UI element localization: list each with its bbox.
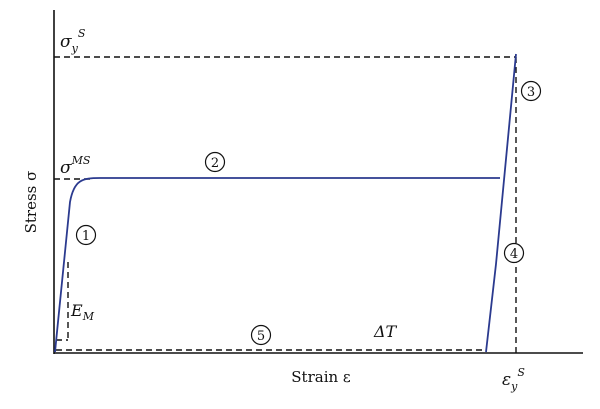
stage-label: 1 (82, 229, 90, 244)
stage-label: 4 (510, 247, 518, 262)
stage-label: 5 (257, 329, 265, 344)
modulus-label: EM (70, 301, 95, 323)
x-axis-label: Strain ε (291, 368, 351, 386)
stage-badge-2: 2 (204, 151, 226, 173)
stage-badge-5: 5 (250, 324, 272, 346)
y-axis-label: Stress σ (22, 171, 40, 234)
stage-badge-1: 1 (75, 224, 97, 246)
stress-strain-curve (54, 177, 500, 353)
stage-badge-3: 3 (520, 80, 542, 102)
stage-label: 3 (527, 85, 535, 100)
temperature-change-label: ΔT (373, 322, 398, 341)
elastic-loading-curve (485, 53, 517, 353)
stage-label: 2 (211, 156, 219, 171)
stage-badge-4: 4 (503, 242, 525, 264)
transformation-stress-label: σMS (60, 154, 91, 178)
yield-stress-label: σyS (60, 27, 86, 55)
yield-strain-label: εyS (502, 366, 525, 393)
